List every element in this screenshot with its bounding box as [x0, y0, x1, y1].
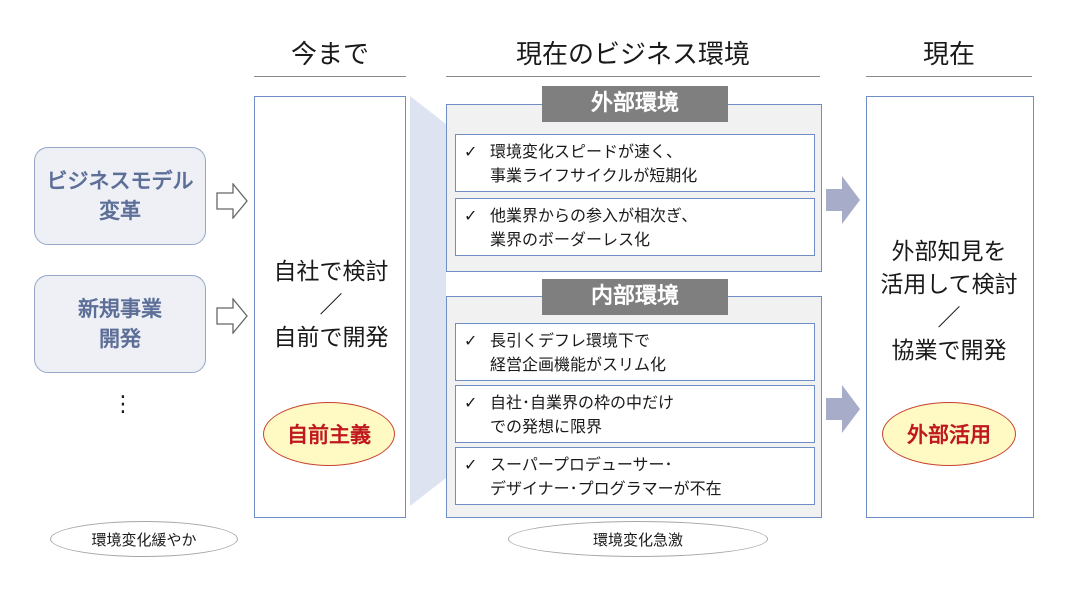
header-current-environment: 現在のビジネス環境	[446, 38, 820, 77]
internal-item-3-text: スーパープロデューサー･ デザイナー･プログラマーが不在	[490, 455, 722, 498]
box-business-model-reform-label: ビジネスモデル 変革	[46, 169, 194, 223]
internal-item-3: ✓ スーパープロデューサー･ デザイナー･プログラマーが不在	[455, 447, 815, 505]
external-item-1: ✓ 環境変化スピードが速く、 事業ライフサイクルが短期化	[455, 134, 815, 192]
internal-environment-title: 内部環境	[542, 279, 728, 315]
external-environment-title: 外部環境	[542, 86, 728, 122]
check-icon: ✓	[464, 142, 478, 161]
arrow-right-icon	[826, 385, 860, 433]
external-item-2-text: 他業界からの参入が相次ぎ、 業界のボーダーレス化	[490, 206, 698, 249]
funnel-shape	[410, 96, 446, 506]
box-new-business-development-label: 新規事業 開発	[78, 297, 162, 351]
small-arrow-right-icon	[216, 298, 248, 334]
caption-rapid-change-label: 環境変化急激	[592, 530, 683, 549]
header-past: 今まで	[254, 38, 406, 77]
check-icon: ✓	[464, 393, 478, 412]
internal-item-1: ✓ 長引くデフレ環境下で 経営企画機能がスリム化	[455, 323, 815, 381]
header-present: 現在	[866, 38, 1032, 77]
external-item-1-text: 環境変化スピードが速く、 事業ライフサイクルが短期化	[490, 142, 698, 185]
internal-item-2: ✓ 自社･自業界の枠の中だけ での発想に限界	[455, 385, 815, 443]
check-icon: ✓	[464, 455, 478, 474]
small-arrow-right-icon	[216, 183, 248, 219]
badge-external-utilization: 外部活用	[882, 402, 1016, 466]
box-business-model-reform: ビジネスモデル 変革	[34, 147, 206, 245]
internal-item-1-text: 長引くデフレ環境下で 経営企画機能がスリム化	[490, 331, 667, 374]
badge-self-reliance-label: 自前主義	[287, 423, 371, 447]
caption-gradual-change-label: 環境変化緩やか	[91, 530, 197, 549]
check-icon: ✓	[464, 206, 478, 225]
arrow-right-icon	[826, 176, 860, 224]
badge-external-utilization-label: 外部活用	[907, 423, 991, 447]
present-approach-text: 外部知見を 活用して検討 ／ 協業で開発	[880, 239, 1018, 364]
internal-item-2-text: 自社･自業界の枠の中だけ での発想に限界	[490, 393, 675, 436]
box-new-business-development: 新規事業 開発	[34, 275, 206, 373]
check-icon: ✓	[464, 331, 478, 350]
left-ellipsis: ⋮	[112, 392, 134, 417]
caption-rapid-change: 環境変化急激	[508, 521, 768, 557]
caption-gradual-change: 環境変化緩やか	[50, 521, 238, 557]
external-item-2: ✓ 他業界からの参入が相次ぎ、 業界のボーダーレス化	[455, 198, 815, 256]
past-approach-text: 自社で検討 ／ 自前で開発	[273, 259, 389, 351]
badge-self-reliance: 自前主義	[263, 402, 395, 466]
